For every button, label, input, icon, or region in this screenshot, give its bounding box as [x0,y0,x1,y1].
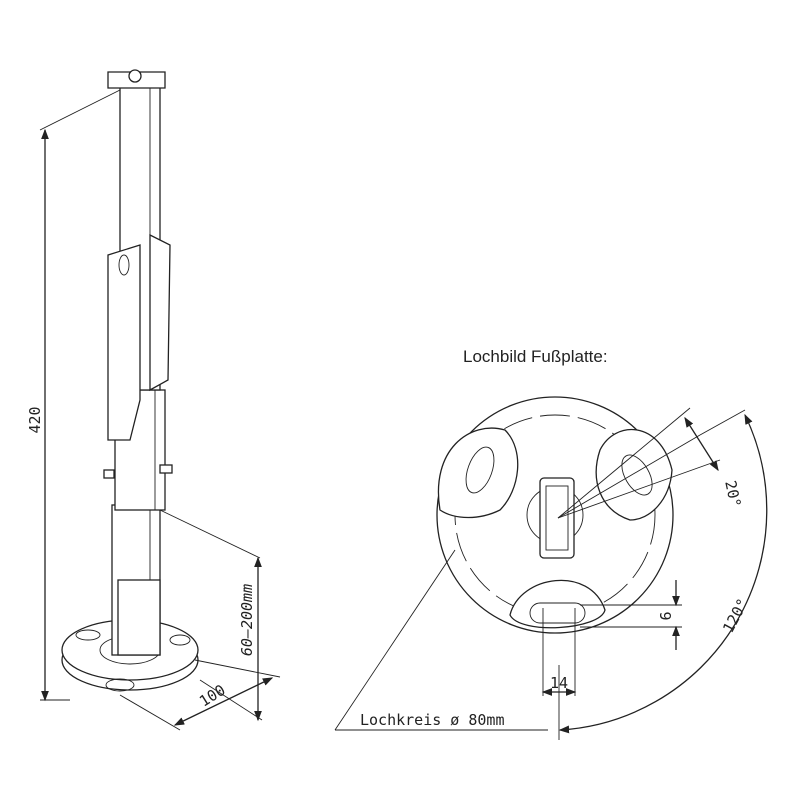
height-dimension-label: 420 [26,406,44,433]
hole-circle-label: Lochkreis ø 80mm [360,711,505,729]
range-dimension-label: 60–200mm [238,584,256,656]
angle-120-label: 120° [719,595,752,635]
stand-illustration: 420 60–200mm 100 [26,69,281,731]
footplate-illustration: 20° 120° 9 14 Lochkreis ø 80mm [334,396,768,740]
angle-20-label: 20° [721,479,744,509]
width-dimension-label: 100 [196,681,229,711]
footplate-title: Lochbild Fußplatte: [463,347,608,366]
slot-height-label: 9 [656,611,674,620]
